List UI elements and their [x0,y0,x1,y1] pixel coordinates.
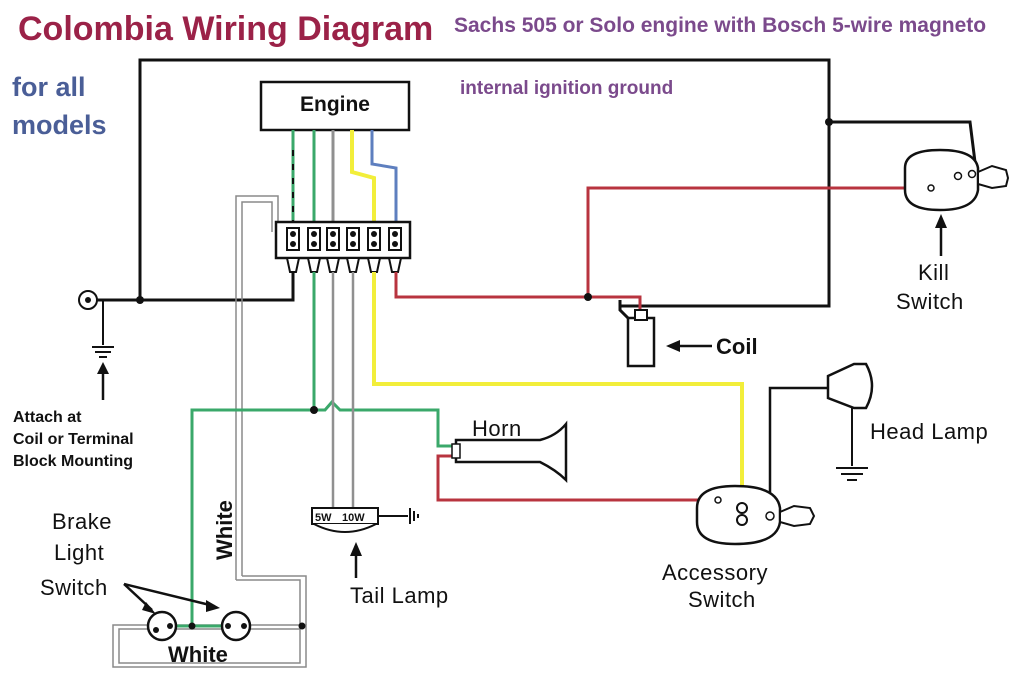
coil-arrow [666,340,712,352]
red-wire-coil-kill [394,186,930,312]
yellow-wire [372,272,744,500]
accessory-switch[interactable] [695,484,816,546]
white-wire [112,195,307,668]
junction-dot [136,296,144,304]
white-wire-label-vertical: White [212,500,237,560]
tail-lamp-5w: 5W [315,512,332,524]
brake-light-label-line1: Brake [52,509,112,534]
kill-switch[interactable] [903,148,1010,212]
internal-ground-note: internal ignition ground [460,78,673,99]
tail-lamp-label: Tail Lamp [350,583,449,608]
junction-dot [310,406,318,414]
junction-dot [298,622,306,630]
models-note-line2: models [12,110,107,140]
terminal-block [274,220,412,273]
engine-box: Engine [259,80,411,132]
attach-note-line2: Coil or Terminal [13,431,134,448]
arrow-head [206,600,220,612]
junction-dot [584,293,592,301]
engine-label: Engine [300,93,370,116]
accessory-switch-label-line2: Switch [688,587,756,612]
tail-lamp-10w: 10W [342,512,365,524]
head-lamp-label: Head Lamp [870,419,988,444]
attach-note-line3: Block Mounting [13,453,133,470]
white-wire-label-bottom: White [168,642,228,667]
engine-output-wires [291,130,398,228]
accessory-switch-label-line1: Accessory [662,560,768,585]
green-wire [160,272,456,628]
red-wire-horn-accessory [436,454,718,502]
attach-arrow [97,362,109,400]
junction-dot [825,118,833,126]
horn [451,420,568,484]
coil [626,309,656,368]
kill-switch-arrow [935,214,947,256]
brake-light-switch-right[interactable] [220,610,252,642]
brake-switch-arrows [123,582,215,611]
attach-note-line1: Attach at [13,409,82,426]
black-ground-wire [108,58,978,320]
tail-lamp-arrow [350,542,362,578]
brake-light-label-line3: Switch [40,575,108,600]
arrow-head [142,602,156,614]
junction-dot [188,622,196,630]
diagram-title: Colombia Wiring Diagram [18,10,433,48]
tail-lamp [311,507,419,533]
brake-light-switch-left[interactable] [146,610,178,642]
kill-switch-label-line2: Switch [896,289,964,314]
gray-wires-tail-lamp [331,272,355,508]
coil-label: Coil [716,334,758,359]
models-note-line1: for all [12,72,86,102]
ground-attach-connector [78,290,114,358]
horn-label: Horn [472,416,522,441]
brake-light-label-line2: Light [54,540,104,565]
kill-switch-label-line1: Kill [918,260,949,285]
head-lamp [768,362,874,500]
diagram-subtitle: Sachs 505 or Solo engine with Bosch 5-wi… [454,14,986,37]
